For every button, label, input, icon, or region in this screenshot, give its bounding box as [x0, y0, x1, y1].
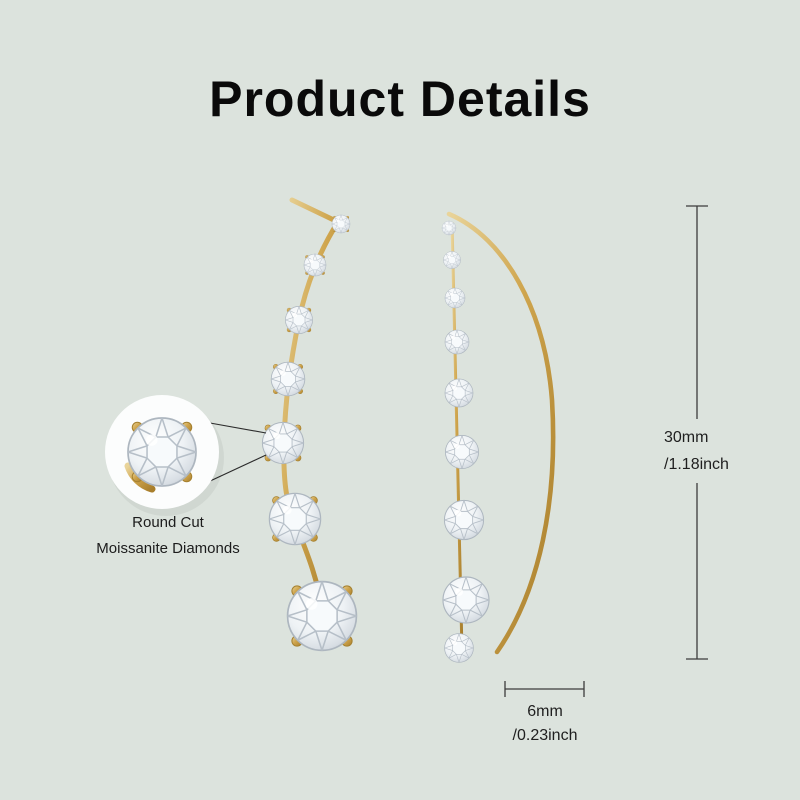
gemstone	[262, 422, 303, 463]
gemstone	[288, 582, 357, 651]
gemstone	[304, 254, 326, 276]
callout-connector-line	[209, 422, 267, 434]
side-gemstone	[444, 434, 480, 470]
height-measure-line	[686, 205, 708, 660]
height-value-inch: /1.18inch	[664, 456, 729, 473]
side-earring	[441, 211, 556, 663]
side-gemstone	[442, 576, 490, 624]
callout-label: Round Cut Moissanite Diamonds	[48, 510, 288, 562]
height-measurement-label: 30mm /1.18inch	[664, 424, 774, 478]
ear-wire	[446, 211, 556, 655]
side-gemstone	[444, 378, 474, 408]
gemstone	[285, 306, 312, 333]
height-value-mm: 30mm	[664, 429, 709, 446]
front-earring	[262, 197, 357, 651]
width-measure-line	[504, 681, 585, 697]
side-gemstone	[443, 499, 485, 541]
magnifier-callout	[105, 395, 267, 516]
callout-connector-line	[207, 454, 267, 483]
callout-label-line1: Round Cut	[132, 514, 204, 531]
page-title: Product Details	[209, 71, 591, 127]
width-value-mm: 6mm	[527, 703, 563, 720]
side-gemstone	[443, 251, 461, 269]
gemstone	[271, 362, 305, 396]
callout-gemstone	[128, 418, 196, 486]
side-gemstone	[444, 287, 466, 309]
callout-label-line2: Moissanite Diamonds	[96, 540, 240, 557]
gemstone	[332, 215, 350, 233]
side-gemstone	[441, 220, 457, 236]
width-measurement-label: 6mm /0.23inch	[493, 700, 597, 748]
side-gemstone	[444, 633, 474, 663]
side-gemstone	[444, 329, 470, 355]
width-value-inch: /0.23inch	[512, 727, 578, 744]
